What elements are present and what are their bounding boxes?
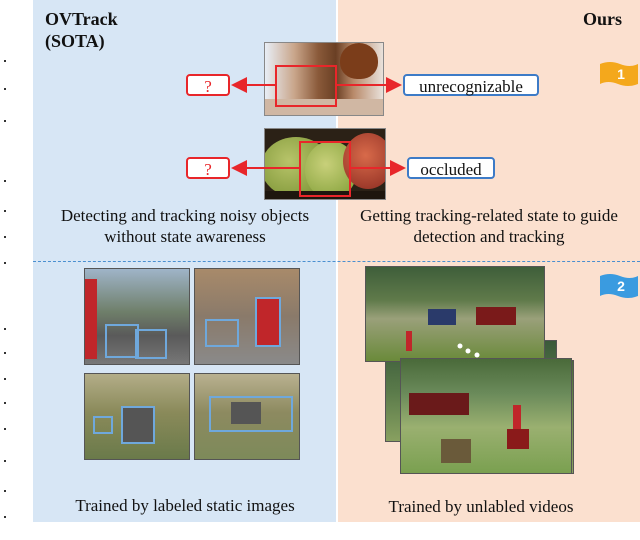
left-bottom-caption: Trained by labeled static images — [40, 495, 330, 516]
right-bottom-caption: Trained by unlabled videos — [346, 496, 616, 517]
